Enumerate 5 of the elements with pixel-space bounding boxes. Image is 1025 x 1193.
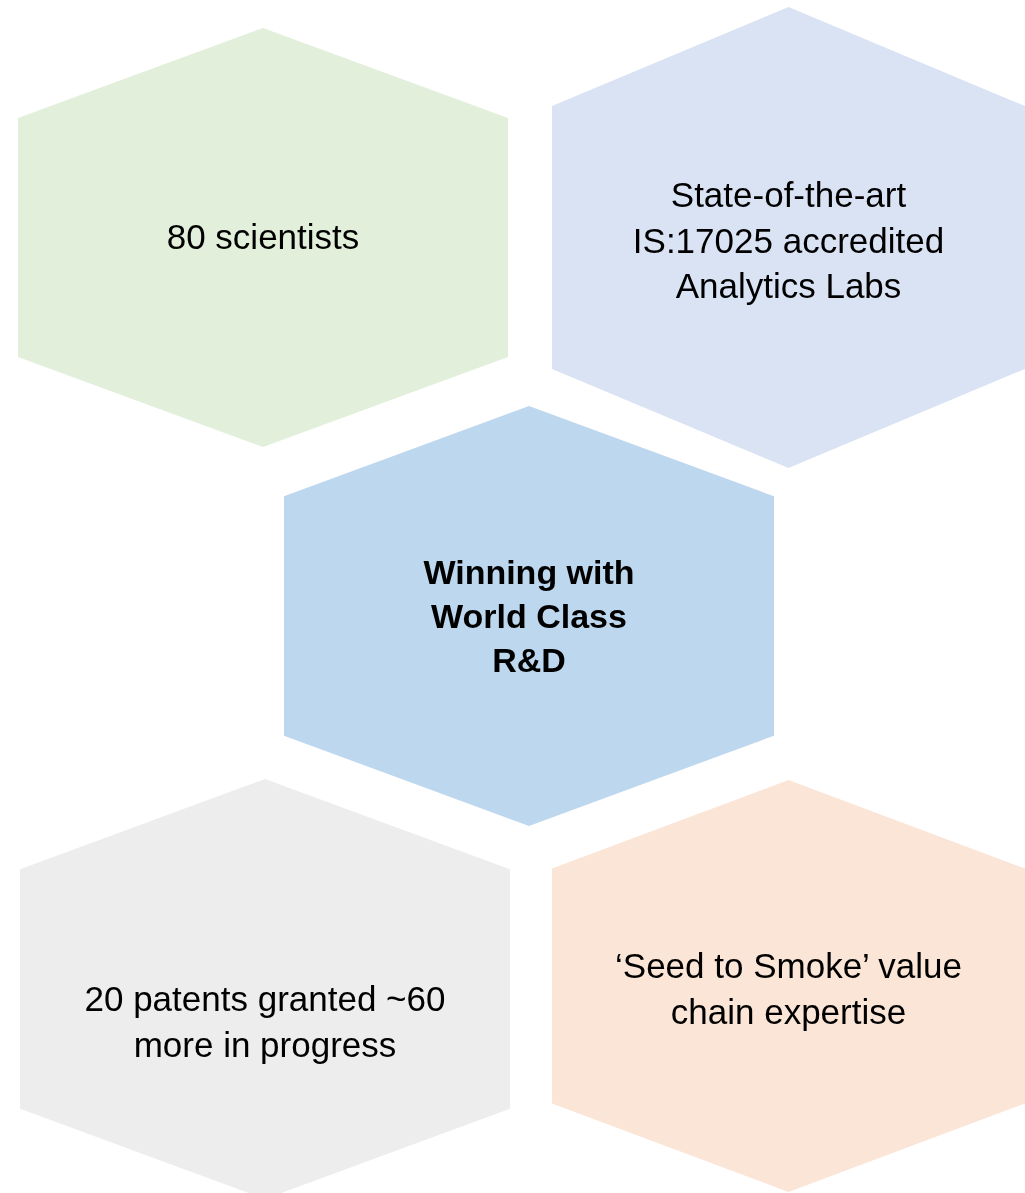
hexagon-text: ‘Seed to Smoke’ value chain expertise <box>614 944 963 1033</box>
hexagon-text: 20 patents granted ~60 more in progress <box>83 977 447 1066</box>
hexagon-text: 80 scientists <box>165 216 361 259</box>
hexagon-text: Winning with World Class R&D <box>422 551 636 682</box>
hexagon-text: State-of-the-art IS:17025 accredited Analytics Labs <box>631 173 946 307</box>
